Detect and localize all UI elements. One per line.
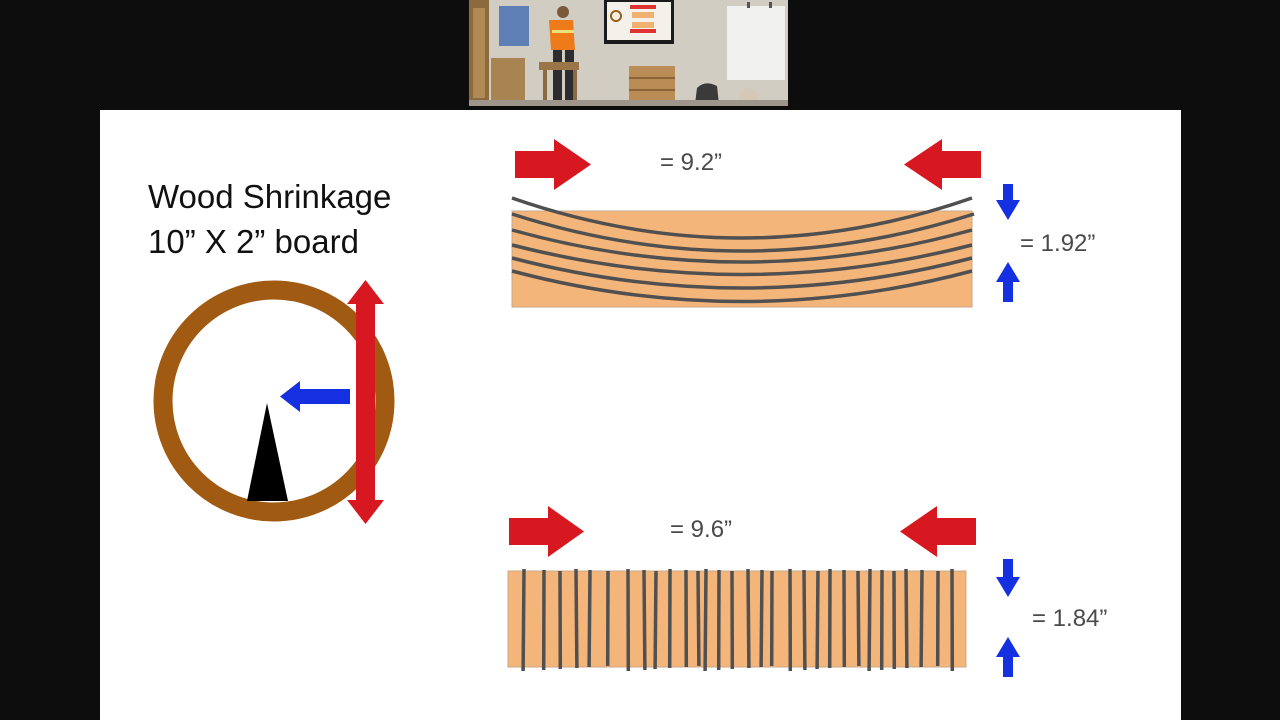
slide-title-line-1: Wood Shrinkage <box>148 178 392 215</box>
shrink-arrow-right-icon <box>515 139 591 190</box>
grain-line <box>856 570 861 667</box>
quartersawn-grain-lines <box>521 568 955 672</box>
shrink-arrow-up-icon <box>996 637 1020 677</box>
grain-line <box>574 568 579 669</box>
grain-line <box>802 569 807 671</box>
quartersawn-thickness-label: = 1.84” <box>1032 605 1108 632</box>
shrink-arrow-up-icon <box>996 262 1020 302</box>
grain-line <box>759 569 764 668</box>
grain-line <box>867 568 872 672</box>
shrink-arrow-down-icon <box>996 559 1020 597</box>
shrink-arrow-left-icon <box>904 139 981 190</box>
slide-title: Wood Shrinkage 10” X 2” board <box>148 174 391 264</box>
tangential-double-arrow-icon <box>347 280 384 524</box>
shrink-arrow-right-icon <box>509 506 584 557</box>
flatsawn-grain-lines <box>511 196 975 304</box>
shrinkage-illustration <box>153 139 1020 677</box>
grain-line <box>904 568 909 669</box>
flatsawn-board-group <box>511 139 1020 308</box>
radial-check-wedge <box>247 403 288 501</box>
grain-line <box>815 570 820 670</box>
quartersawn-board <box>507 570 967 668</box>
log-cross-section <box>153 280 395 524</box>
camera-feed-image <box>469 0 788 106</box>
grain-line <box>746 568 751 669</box>
camera-feed <box>469 0 788 106</box>
quartersawn-width-label: = 9.6” <box>670 516 733 543</box>
grain-line <box>653 570 658 670</box>
grain-line <box>696 570 701 667</box>
grain-line <box>919 569 924 668</box>
grain-line <box>703 568 708 672</box>
flatsawn-thickness-label: = 1.92” <box>1020 230 1096 257</box>
log-ring <box>153 280 395 522</box>
presentation-slide: Wood Shrinkage 10” X 2” board <box>100 110 1181 720</box>
radial-arrow-left-icon <box>280 381 350 412</box>
grain-line <box>642 569 647 671</box>
shrink-arrow-left-icon <box>900 506 976 557</box>
quartersawn-board-group <box>507 506 1020 677</box>
flatsawn-board <box>511 210 973 308</box>
slide-title-line-2: 10” X 2” board <box>148 223 359 260</box>
shrink-arrow-down-icon <box>996 184 1020 220</box>
grain-line <box>587 569 592 668</box>
flatsawn-width-label: = 9.2” <box>660 149 723 176</box>
grain-line <box>521 568 526 672</box>
